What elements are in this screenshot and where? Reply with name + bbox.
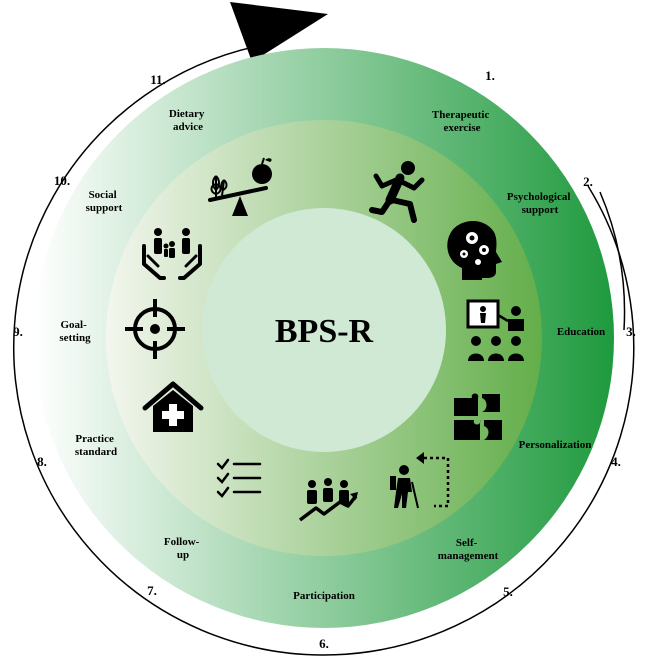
cycle-line-right <box>599 191 626 331</box>
component-label-10-line-2: support <box>86 202 123 214</box>
component-label-1: Therapeutic exercise <box>432 109 492 134</box>
component-number-4: 4. <box>611 454 621 469</box>
component-label-2: Psychological support <box>507 191 573 216</box>
family-hands-icon <box>142 228 202 280</box>
component-label-4-line-1: Personalization <box>519 439 592 451</box>
component-number-1: 1. <box>485 68 495 83</box>
cycle-line-left <box>12 45 635 656</box>
component-label-8: Practice standard <box>75 433 117 458</box>
component-label-9: Goal- setting <box>59 319 91 344</box>
component-label-7-line-2: up <box>177 549 189 561</box>
component-label-9-line-1: Goal- <box>60 319 87 331</box>
inner-circle <box>202 208 446 452</box>
component-label-2-line-2: support <box>522 204 559 216</box>
cycle-arrow-icon <box>230 2 328 62</box>
component-label-8-line-2: standard <box>75 446 117 458</box>
component-label-6: Participation <box>293 590 355 602</box>
presentation-icon <box>466 299 524 361</box>
component-label-2-line-1: Psychological <box>507 191 571 203</box>
target-crosshair-icon <box>125 299 185 359</box>
component-number-6: 6. <box>319 636 329 651</box>
component-label-5-line-1: Self- <box>456 537 478 549</box>
puzzle-icon <box>454 393 502 440</box>
component-label-3-line-1: Education <box>557 326 605 338</box>
component-label-1-line-1: Therapeutic <box>432 109 490 121</box>
component-label-7: Follow- up <box>164 536 202 561</box>
component-number-8: 8. <box>37 454 47 469</box>
component-label-6-line-1: Participation <box>293 590 355 602</box>
component-label-11-line-1: Dietary <box>169 108 205 120</box>
center-title: BPS-R <box>275 313 374 350</box>
component-number-11: 11. <box>150 72 166 87</box>
house-medical-icon <box>142 381 204 432</box>
component-label-1-line-2: exercise <box>443 122 480 134</box>
head-gears-icon <box>447 220 502 280</box>
component-label-9-line-2: setting <box>59 332 91 344</box>
balance-food-icon <box>208 157 272 216</box>
running-person-icon <box>369 161 425 223</box>
component-label-11-line-2: advice <box>173 121 203 133</box>
checklist-icon <box>216 458 262 498</box>
component-label-11: Dietary advice <box>169 108 207 133</box>
component-label-5-line-2: management <box>438 550 499 562</box>
component-label-10: Social support <box>86 189 123 214</box>
component-number-9: 9. <box>13 324 23 339</box>
component-number-7: 7. <box>147 583 157 598</box>
component-number-10: 10. <box>54 173 70 188</box>
component-label-10-line-1: Social <box>89 189 117 201</box>
component-number-2: 2. <box>583 174 593 189</box>
component-label-3: Education <box>557 326 605 338</box>
component-label-7-line-1: Follow- <box>164 536 200 548</box>
hiker-path-icon <box>390 452 450 509</box>
component-label-8-line-1: Practice <box>75 433 114 445</box>
component-label-5: Self- management <box>438 537 499 562</box>
component-number-3: 3. <box>626 324 636 339</box>
component-label-4: Personalization <box>519 439 592 451</box>
component-number-5: 5. <box>503 584 513 599</box>
group-rising-arrow-icon <box>298 478 358 522</box>
